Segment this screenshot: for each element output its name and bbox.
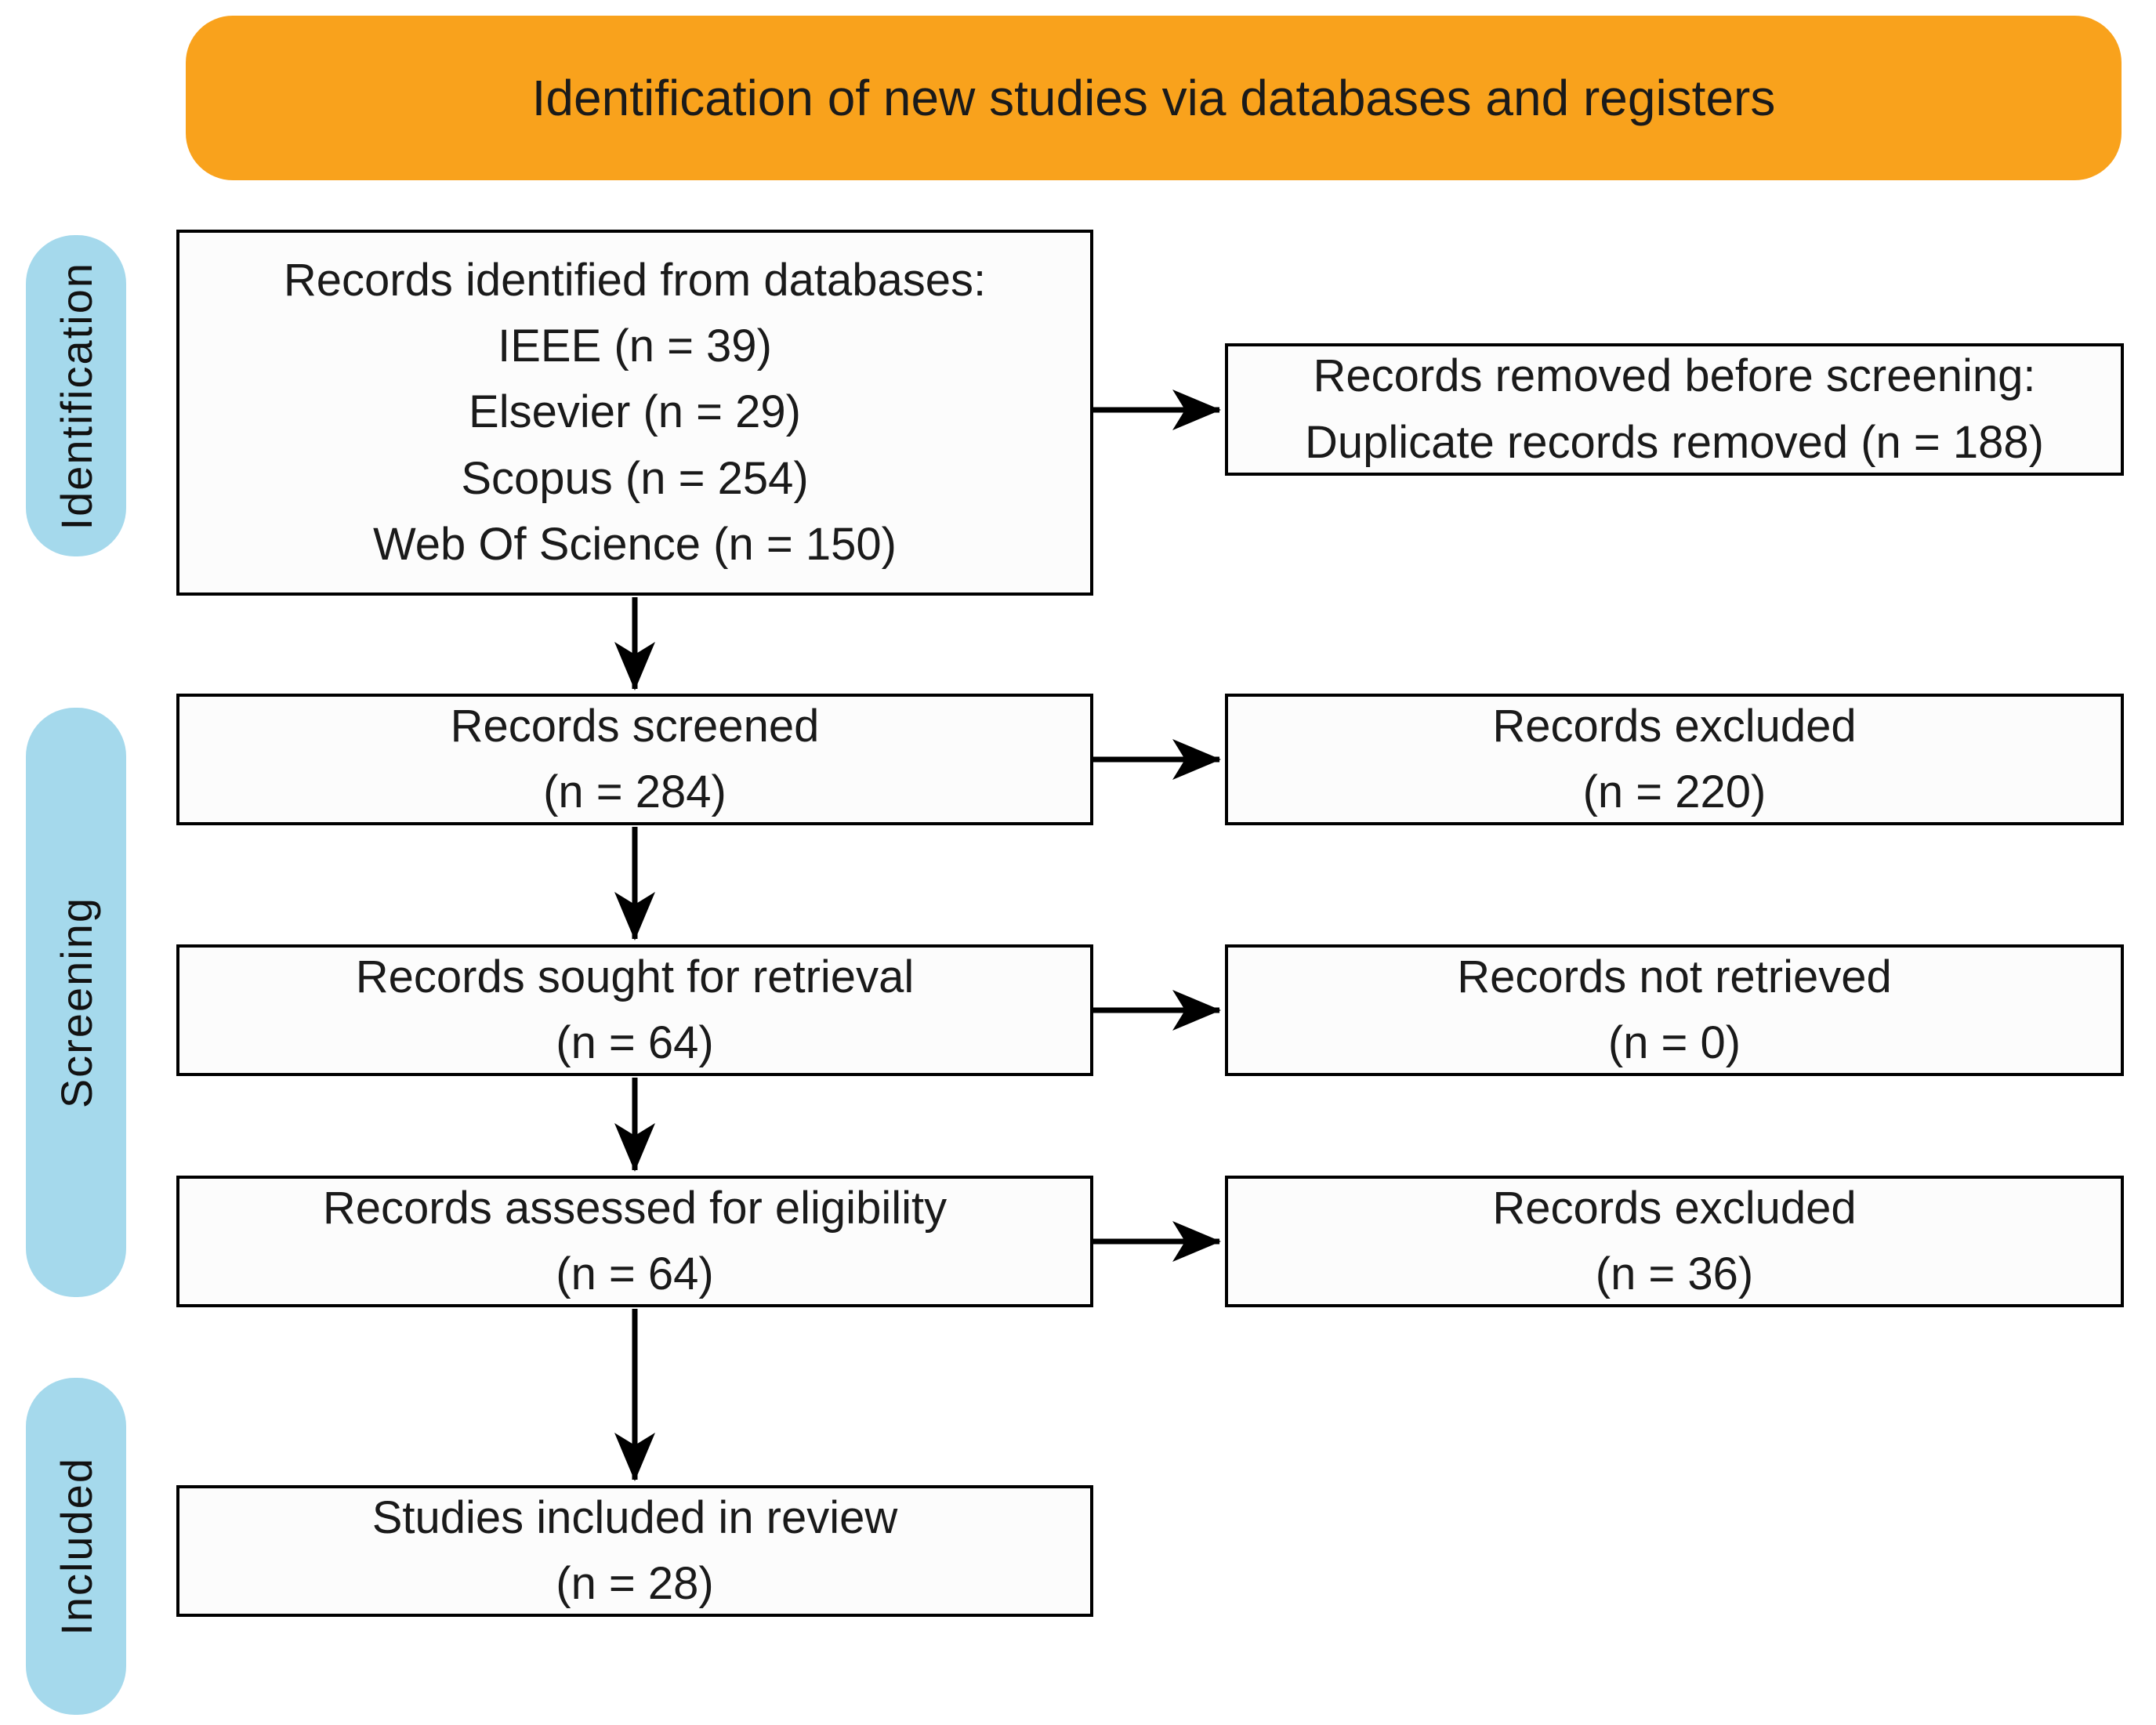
box-studies-included-in-review: Studies included in review (n = 28) [176,1485,1093,1617]
box-records-screened: Records screened (n = 284) [176,694,1093,825]
box-records-identified-line: Elsevier (n = 29) [469,386,801,438]
box-records-not-retrieved: Records not retrieved (n = 0) [1225,944,2124,1076]
box-records-removed-before-screening: Records removed before screening: Duplic… [1225,343,2124,476]
diagram-title: Identification of new studies via databa… [531,70,1776,126]
diagram-title-banner: Identification of new studies via databa… [186,16,2122,180]
box-records-identified-line: IEEE (n = 39) [498,321,772,372]
stage-label-screening: Screening [26,708,126,1297]
stage-label-included-text: Included [51,1457,101,1636]
box-records-identified-line: Web Of Science (n = 150) [373,518,897,570]
box-records-removed-line: Duplicate records removed (n = 188) [1305,416,2044,468]
box-records-identified-line: Scopus (n = 254) [461,452,809,504]
box-records-identified: Records identified from databases: IEEE … [176,230,1093,596]
box-records-assessed-line: Records assessed for eligibility [322,1182,948,1234]
box-records-sought-line: Records sought for retrieval [355,951,915,1002]
box-records-excluded-screening: Records excluded (n = 220) [1225,694,2124,825]
box-records-assessed-for-eligibility: Records assessed for eligibility (n = 64… [176,1176,1093,1307]
stage-label-screening-text: Screening [51,896,101,1109]
box-records-not-retrieved-line: (n = 0) [1607,1017,1741,1068]
box-records-excluded-screening-line: (n = 220) [1582,766,1766,817]
box-records-sought-line: (n = 64) [556,1017,714,1068]
box-records-excluded-screening-line: Records excluded [1492,700,1857,752]
stage-label-identification-text: Identification [51,261,101,531]
box-records-screened-line: Records screened [450,700,820,752]
box-records-excluded-eligibility-line: Records excluded [1492,1182,1857,1234]
box-studies-included-line: (n = 28) [556,1558,714,1609]
box-records-sought-for-retrieval: Records sought for retrieval (n = 64) [176,944,1093,1076]
stage-label-identification: Identification [26,235,126,556]
box-records-not-retrieved-line: Records not retrieved [1457,951,1892,1002]
box-records-removed-line: Records removed before screening: [1313,350,2036,402]
box-studies-included-line: Studies included in review [371,1491,898,1543]
box-records-excluded-eligibility: Records excluded (n = 36) [1225,1176,2124,1307]
box-records-assessed-line: (n = 64) [556,1248,714,1299]
box-records-screened-line: (n = 284) [543,766,727,817]
box-records-excluded-eligibility-line: (n = 36) [1595,1248,1754,1299]
stage-label-included: Included [26,1378,126,1715]
box-records-identified-line: Records identified from databases: [283,255,987,306]
